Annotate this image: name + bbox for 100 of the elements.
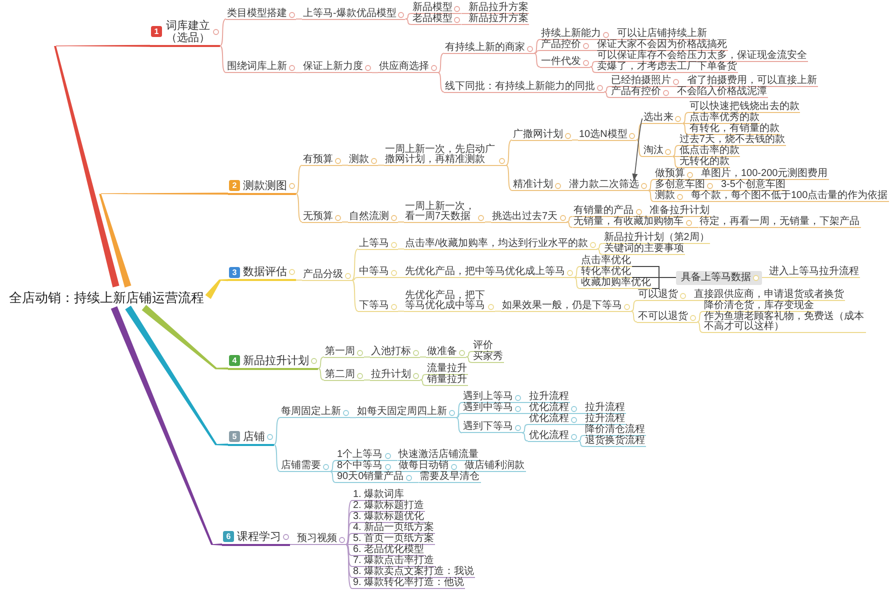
topic-text: 2. 爆款标题打造 (352, 501, 426, 512)
branch-line (578, 424, 584, 425)
branch-line (391, 471, 398, 472)
topic-text: 无预算 (303, 212, 333, 222)
branch-line (420, 380, 426, 386)
topic-item (411, 3, 462, 14)
topic-item (610, 76, 680, 87)
highlighted-topic (676, 270, 762, 284)
branch-line (330, 471, 336, 472)
branch-line (714, 190, 720, 191)
topic-text: 过去7天，烧不去钱的款 (678, 135, 786, 146)
topic-text: 优化流程 (529, 414, 569, 424)
branch-line (460, 13, 468, 14)
branch-line (346, 522, 352, 545)
topic-item (358, 267, 398, 278)
topic-item (501, 300, 631, 312)
branch-line (352, 280, 358, 312)
branch-line (346, 544, 352, 589)
topic-text: 持续上新能力 (541, 29, 601, 39)
topic-text: 可以退货 (638, 290, 678, 300)
topic-text: 不会陷入价格战泥潭 (676, 87, 768, 98)
topic-text: 如果效果一般，仍是下等马 (502, 300, 622, 311)
branch-line (684, 201, 690, 202)
topic-text: 入池打标 (371, 346, 411, 356)
branch-line (404, 13, 412, 20)
number-badge: 2 (229, 180, 240, 192)
topic-text: 点击率/收藏加购率，均达到行业水平的款 (405, 238, 588, 248)
branch-line (566, 222, 574, 228)
branch-line (296, 164, 302, 194)
topic-item (324, 370, 364, 380)
topic-text: 可以快速把钱烧出去的款 (688, 102, 800, 113)
topic-text: 精准计划 (513, 180, 553, 190)
branch-line (596, 243, 604, 250)
topic-text: 降价清仓流程 (584, 425, 646, 436)
topic-text: 线下同批：有持续上新能力的同批 (445, 82, 595, 92)
branch-line (696, 311, 704, 322)
branch-line (456, 413, 462, 418)
branch-line (692, 227, 700, 228)
branch-line (352, 248, 358, 281)
topic-text: 类目模型搭建 (227, 8, 287, 18)
topic-item (540, 40, 590, 51)
branch-topic (150, 20, 220, 47)
topic-text: 做店铺利润款 (464, 461, 526, 472)
branch-line (398, 248, 404, 250)
topic-item (336, 461, 392, 472)
branch-line (330, 471, 336, 483)
branch-line (318, 356, 324, 369)
topic-text: 拉升计划 (371, 370, 411, 380)
branch-line (506, 164, 512, 191)
branch-line (566, 216, 574, 222)
topic-item (654, 180, 714, 191)
topic-item (302, 212, 342, 222)
topic-text: 第二周 (325, 370, 355, 380)
number-badge: 4 (229, 355, 240, 366)
topic-item (426, 346, 466, 358)
topic-text: 第一周 (325, 346, 355, 356)
topic-text: 退货换货流程 (584, 436, 646, 447)
branch-line (364, 356, 370, 358)
branch-line (350, 417, 356, 418)
topic-text: 低点击率的款 (678, 146, 740, 157)
topic-text: 产品有控价 (611, 87, 661, 97)
topic-text: 一周上新一次，看一周7天数据 (405, 202, 476, 222)
topic-text: 单图片，100-200元测图费用 (700, 169, 829, 180)
topic-text: 进入上等马拉升流程 (768, 267, 860, 278)
branch-line (590, 66, 596, 73)
branch-line (420, 356, 426, 358)
topic-text: 不可以退货 (638, 312, 688, 322)
topic-text: 具备上等马数据 (681, 272, 751, 284)
branch-line (220, 45, 226, 74)
topic-item (348, 154, 378, 166)
branch-line (466, 351, 472, 358)
topic-item (654, 169, 694, 180)
topic-text: 无销量，有收藏加购物车 (574, 217, 684, 227)
topic-text: 优化流程 (529, 430, 569, 440)
branch-line (534, 39, 540, 54)
topic-item (324, 346, 364, 358)
branch-topic (228, 354, 318, 370)
branch-line (318, 368, 324, 380)
topic-text: 已经拍摄照片 (611, 76, 671, 86)
topic-item (610, 87, 670, 98)
branch-line (466, 356, 472, 363)
branch-line (506, 140, 512, 166)
branch-line (274, 444, 280, 472)
topic-text: 转化率优化 (580, 267, 632, 278)
topic-text: 90天0销量产品 (337, 472, 404, 482)
branch-line (574, 277, 580, 289)
branch-line (636, 123, 643, 140)
branch-line (456, 417, 462, 434)
branch-line (670, 97, 676, 98)
topic-item (226, 8, 296, 20)
topic-text: 如每天固定周四上新 (357, 407, 447, 418)
topic-text: 先优化产品，把中等马优化成上等马 (405, 267, 565, 277)
topic-item (336, 450, 392, 461)
topic-item (358, 238, 398, 250)
branch-line (630, 310, 638, 322)
branch-line (522, 432, 528, 442)
topic-item (512, 180, 562, 191)
branch-title: 词库建立（选品） (165, 20, 211, 44)
topic-text: 7. 爆款点击率打造 (352, 556, 436, 567)
main-branch (54, 44, 150, 288)
